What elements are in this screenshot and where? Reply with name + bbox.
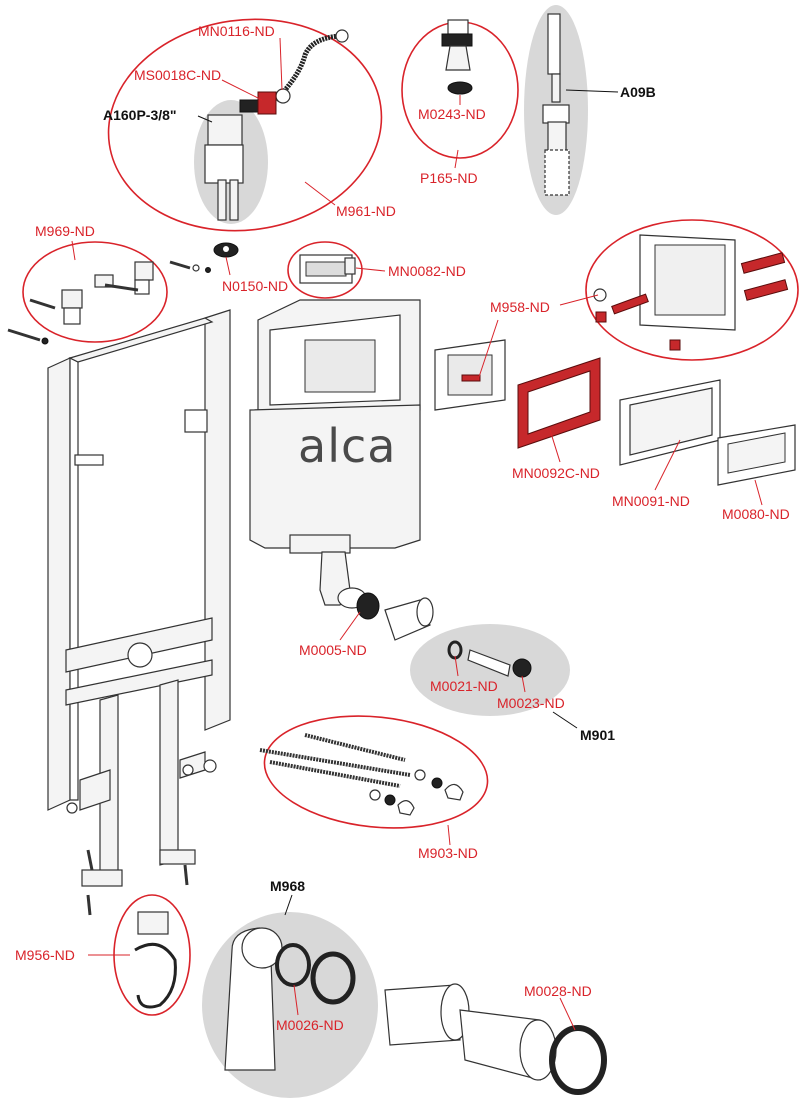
label-m0028: M0028-ND	[524, 983, 592, 999]
label-a160p: A160P-3/8"	[103, 107, 177, 123]
label-m958: M958-ND	[490, 299, 550, 315]
label-m968: M968	[270, 878, 305, 894]
label-m0243: M0243-ND	[418, 106, 486, 122]
label-mn0082: MN0082-ND	[388, 263, 466, 279]
label-mn0092c: MN0092C-ND	[512, 465, 600, 481]
label-m903: M903-ND	[418, 845, 478, 861]
drain-pipes	[384, 983, 607, 1095]
label-m961: M961-ND	[336, 203, 396, 219]
label-m901: M901	[580, 727, 615, 743]
frame-bolts	[7, 260, 217, 916]
group-outline-mn0082	[287, 241, 363, 299]
label-m0023: M0023-ND	[497, 695, 565, 711]
m901-pipe-parts	[447, 640, 532, 678]
m903-threaded-rods	[259, 733, 464, 816]
leader-lines	[71, 37, 763, 1031]
group-outline-m903	[263, 715, 489, 829]
group-outline-m958	[585, 219, 799, 361]
n0150-part	[213, 242, 239, 258]
label-ms0018c: MS0018C-ND	[134, 67, 221, 83]
label-p165: P165-ND	[420, 170, 478, 186]
group-outline-m961	[107, 18, 383, 232]
label-m0026: M0026-ND	[276, 1017, 344, 1033]
small-actuator-frame	[434, 339, 506, 411]
m956-clamp	[134, 911, 177, 1009]
m0080-frame	[717, 424, 796, 486]
label-m969: M969-ND	[35, 223, 95, 239]
m958-actuator-frame	[593, 234, 789, 351]
label-m0005: M0005-ND	[299, 642, 367, 658]
group-outline-m969	[22, 241, 168, 343]
label-m0021: M0021-ND	[430, 678, 498, 694]
m968-elbow	[224, 927, 356, 1071]
fill-valve-assembly	[204, 99, 259, 221]
cistern-drain-elbow	[319, 551, 434, 641]
mounting-frame	[47, 309, 231, 887]
label-m0080: M0080-ND	[722, 506, 790, 522]
label-mn0116: MN0116-ND	[198, 23, 275, 39]
mn0082-holder	[299, 254, 356, 284]
flush-valve-a09b	[542, 13, 570, 196]
mn0091-box	[619, 379, 721, 466]
cistern-body	[249, 299, 421, 554]
m969-brackets	[29, 261, 154, 325]
fill-hose	[274, 29, 349, 104]
brand-logo-text: alca	[298, 419, 396, 473]
label-m956: M956-ND	[15, 947, 75, 963]
label-a09b: A09B	[620, 84, 656, 100]
mn0092c-red-frame	[517, 357, 601, 449]
red-valve-clip	[257, 91, 277, 115]
label-mn0091: MN0091-ND	[612, 493, 690, 509]
p165-valve-part	[441, 19, 473, 95]
label-n0150: N0150-ND	[222, 278, 288, 294]
